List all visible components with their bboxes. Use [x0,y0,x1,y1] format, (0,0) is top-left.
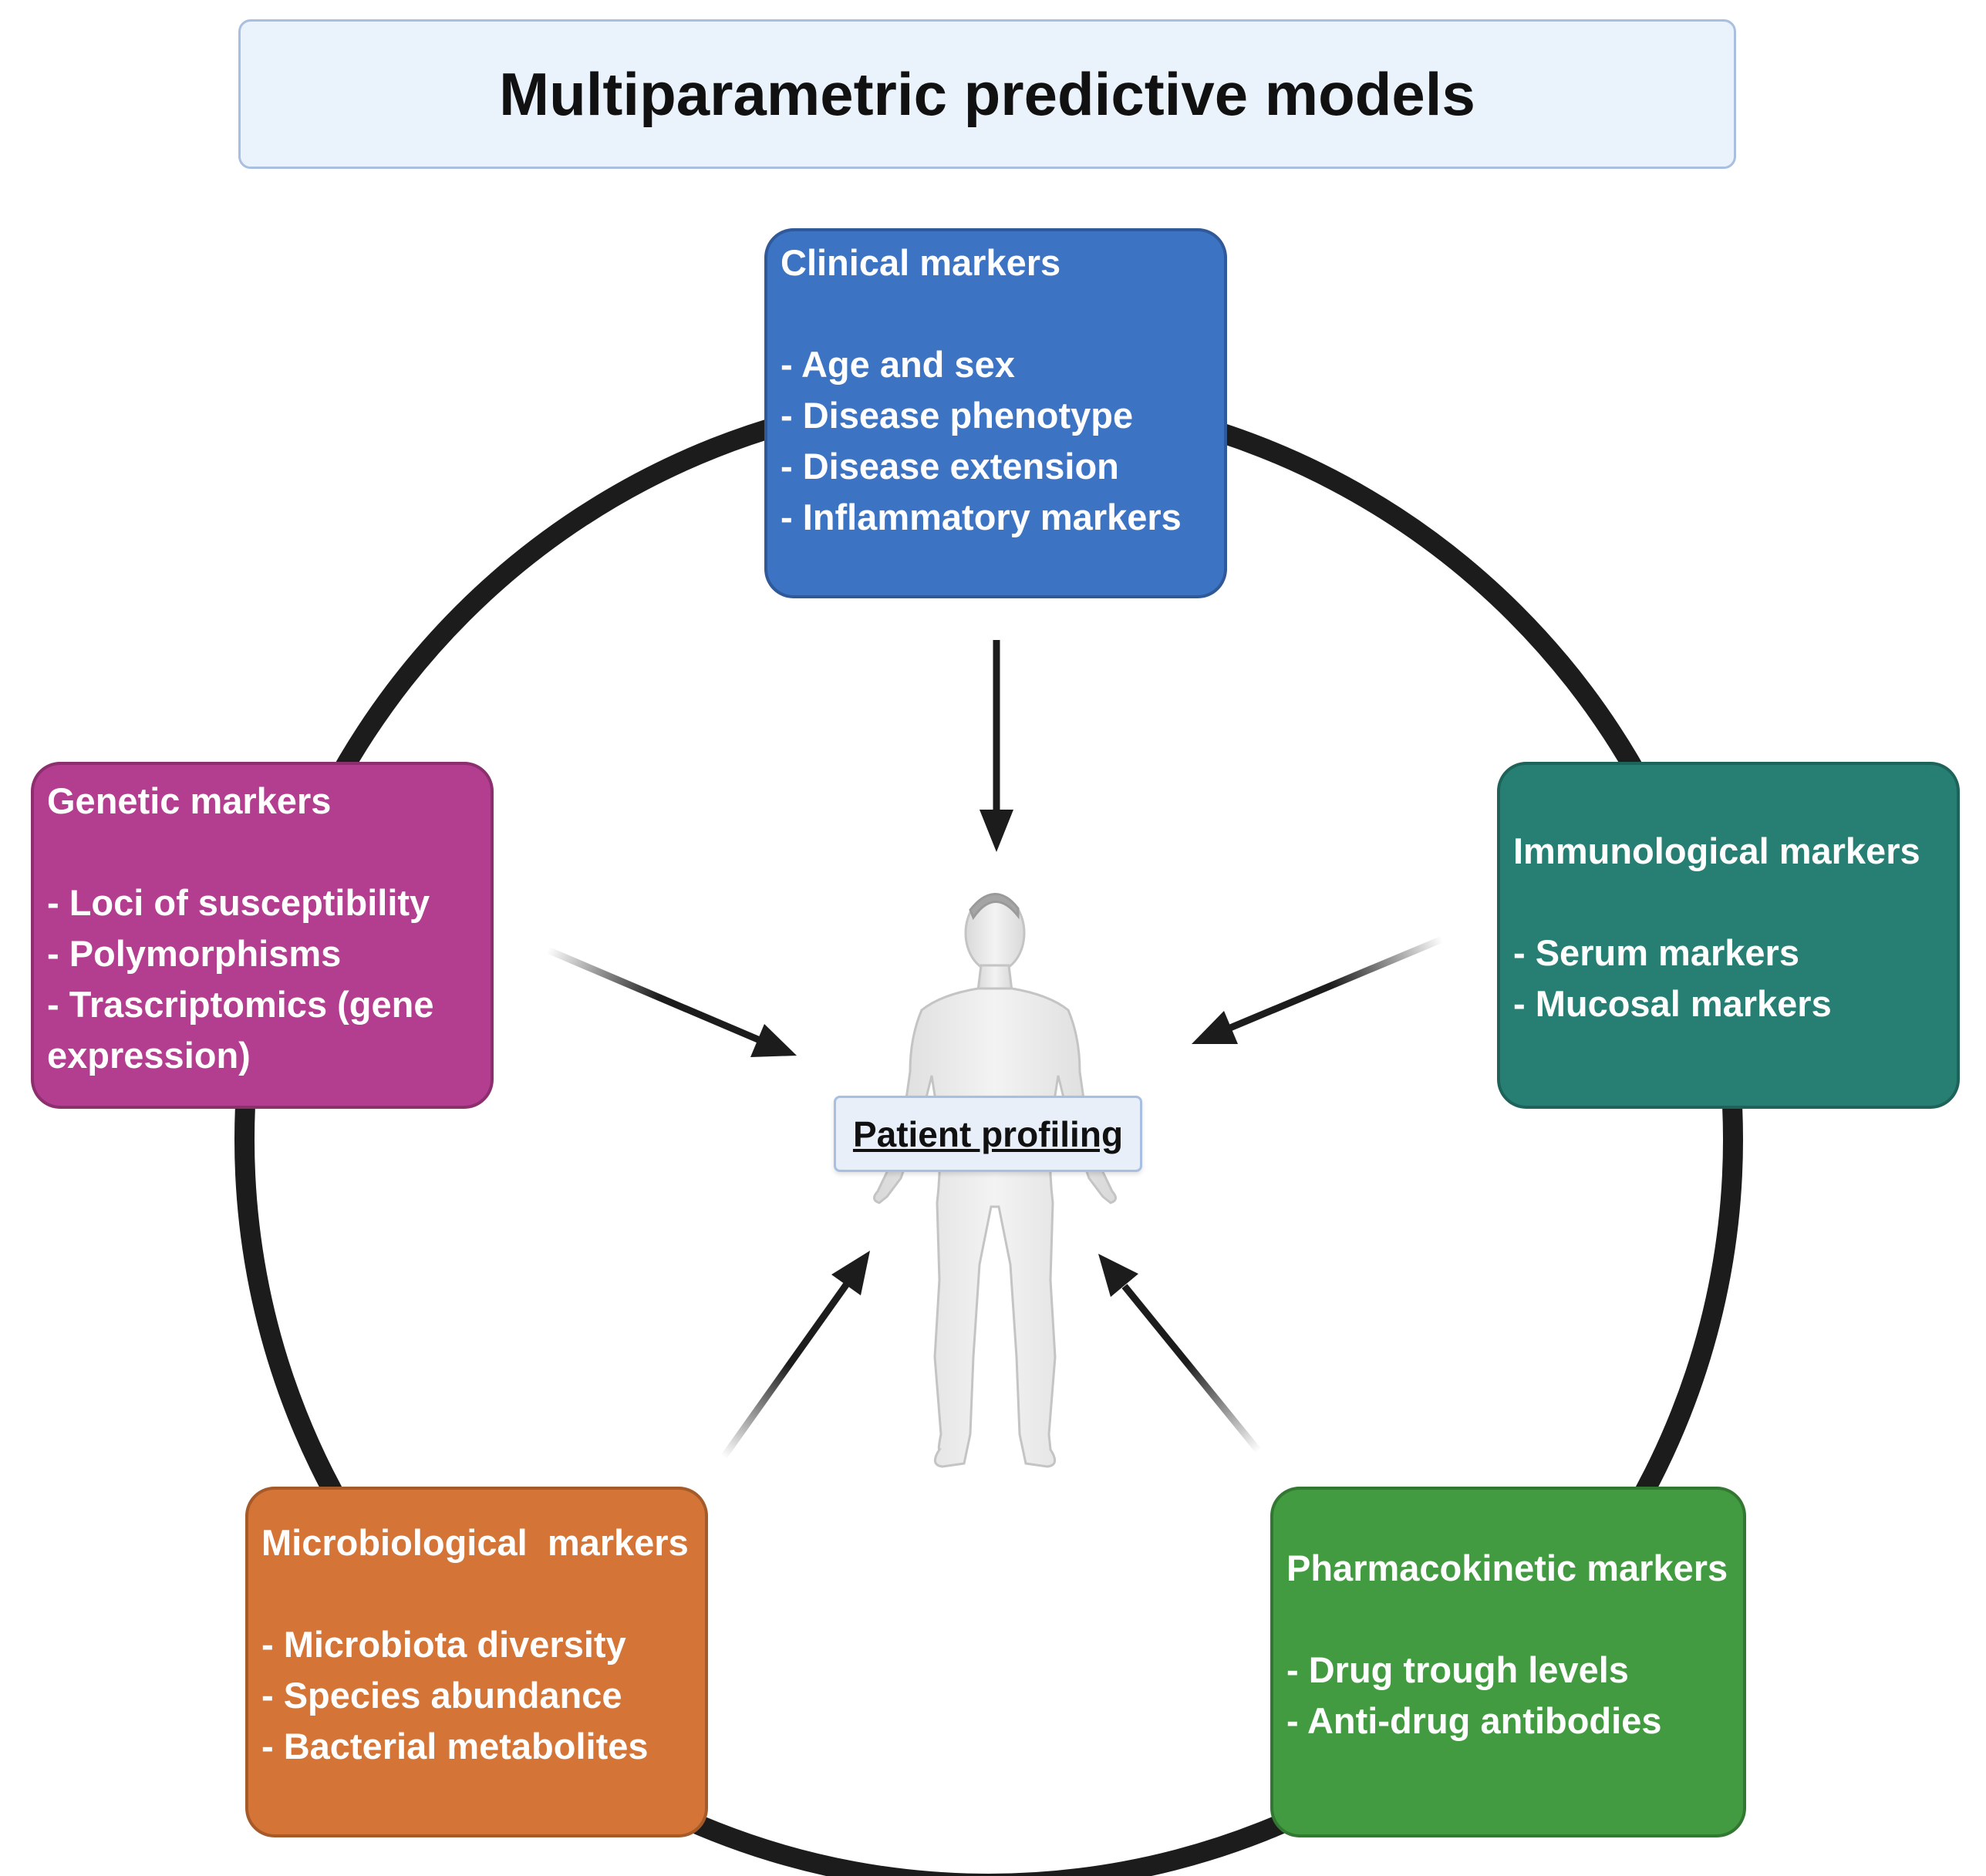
pharmacokinetic-markers-list: - Drug trough levels - Anti-drug antibod… [1286,1645,1732,1746]
list-item: - Polymorphisms [47,933,342,974]
title-banner: Multiparametric predictive models [238,19,1736,169]
list-item: - Age and sex [781,344,1015,385]
pharmacokinetic-markers-heading: Pharmacokinetic markers [1286,1548,1728,1588]
microbiological-markers-box: Microbiological markers - Microbiota div… [245,1487,708,1837]
patient-profiling-label: Patient profiling [834,1096,1142,1172]
list-item: - Trascriptomics (gene expression) [47,984,434,1076]
list-item: - Inflammatory markers [781,497,1182,537]
microbiological-markers-list: - Microbiota diversity - Species abundan… [261,1619,694,1772]
list-item: - Species abundance [261,1675,622,1716]
genetic-markers-box: Genetic markers - Loci of susceptibility… [31,762,494,1109]
immunological-markers-box: Immunological markers - Serum markers - … [1497,762,1960,1109]
list-item: - Disease extension [781,446,1119,487]
list-item: - Bacterial metabolites [261,1726,649,1767]
clinical-markers-box: Clinical markers - Age and sex - Disease… [764,228,1227,598]
diagram-title: Multiparametric predictive models [499,59,1475,128]
clinical-markers-heading: Clinical markers [781,242,1061,283]
arrow-clinical [980,640,1013,852]
patient-profiling-text: Patient profiling [852,1113,1124,1154]
list-item: - Mucosal markers [1513,983,1832,1024]
list-item: - Disease phenotype [781,395,1134,436]
immunological-markers-heading: Immunological markers [1513,830,1920,871]
microbiological-markers-heading: Microbiological markers [261,1522,689,1563]
list-item: - Serum markers [1513,932,1799,973]
arrow-pharmacokinetic [1098,1254,1262,1453]
arrow-microbiological [720,1251,870,1460]
human-figure-icon [873,893,1117,1468]
clinical-markers-list: - Age and sex - Disease phenotype - Dise… [781,339,1213,543]
list-item: - Anti-drug antibodies [1286,1700,1662,1741]
arrow-genetic [546,946,797,1057]
list-item: - Loci of susceptibility [47,882,430,923]
arrow-immunological [1192,935,1444,1044]
genetic-markers-list: - Loci of susceptibility - Polymorphisms… [47,877,480,1081]
pharmacokinetic-markers-box: Pharmacokinetic markers - Drug trough le… [1270,1487,1746,1837]
list-item: - Drug trough levels [1286,1649,1629,1690]
list-item: - Microbiota diversity [261,1624,626,1665]
immunological-markers-list: - Serum markers - Mucosal markers [1513,928,1946,1029]
genetic-markers-heading: Genetic markers [47,780,332,821]
